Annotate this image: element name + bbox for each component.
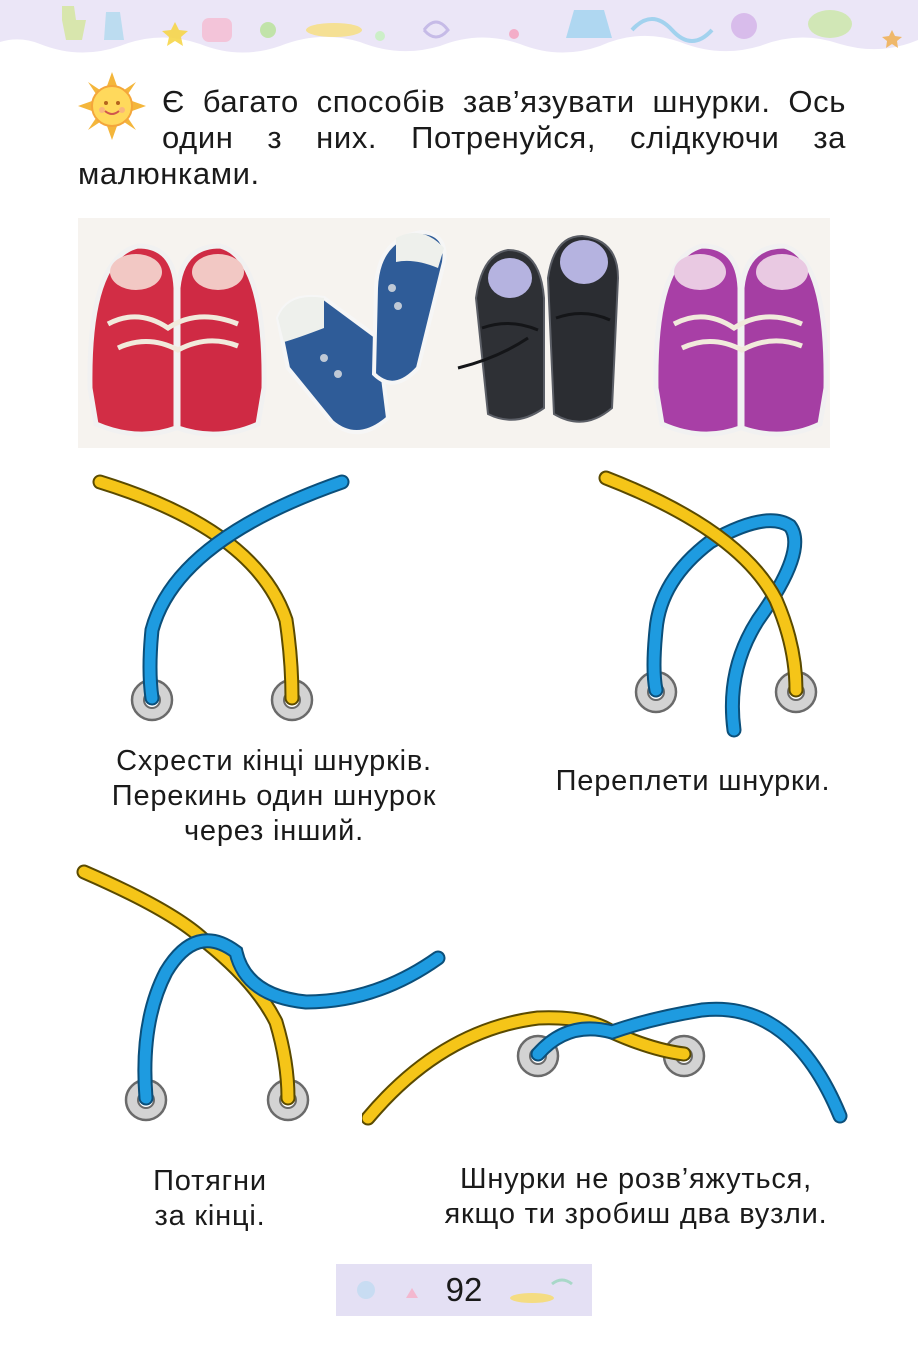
- step-1-caption-line: Перекинь один шнурок: [111, 780, 437, 812]
- step-1-caption-line: Схрести кінці шнурків.: [116, 745, 432, 777]
- step-3-caption: Потягни за кінці.: [118, 1164, 302, 1234]
- page-number: 92: [445, 1271, 483, 1308]
- step-3-caption-line: за кінці.: [154, 1200, 266, 1232]
- red-sneakers-image: [87, 243, 267, 437]
- black-shoes-image: [457, 234, 620, 423]
- step-4-double-knot-diagram: [362, 1001, 848, 1126]
- blue-sneakers-image: [275, 229, 447, 435]
- shoes-photo: [78, 218, 830, 448]
- step-2-caption-line: Переплети шнурки.: [555, 765, 831, 797]
- step-3-pull-ends-diagram: [76, 864, 446, 1122]
- step-2-intertwined-laces-diagram: [598, 470, 818, 738]
- step-1-crossed-laces-diagram: [92, 474, 350, 722]
- page-number-background: [336, 1264, 592, 1316]
- step-4-caption-line: якщо ти зробиш два вузли.: [444, 1198, 828, 1230]
- purple-sneakers-image: [653, 243, 829, 437]
- step-1-caption-line: через інший.: [184, 815, 364, 847]
- step-2-caption: Переплети шнурки.: [520, 764, 866, 799]
- step-1-caption: Схрести кінці шнурків. Перекинь один шну…: [76, 744, 472, 849]
- sun-icon: [78, 72, 146, 140]
- decorative-header-band: [0, 0, 918, 53]
- step-3-caption-line: Потягни: [153, 1165, 267, 1197]
- step-4-caption: Шнурки не розв’яжуться, якщо ти зробиш д…: [394, 1162, 878, 1232]
- step-4-caption-line: Шнурки не розв’яжуться,: [459, 1163, 813, 1195]
- intro-paragraph: Є багато способів зав’язувати шнурки. Ос…: [78, 84, 846, 192]
- intro-text: Є багато способів зав’язувати шнурки. Ос…: [78, 84, 846, 191]
